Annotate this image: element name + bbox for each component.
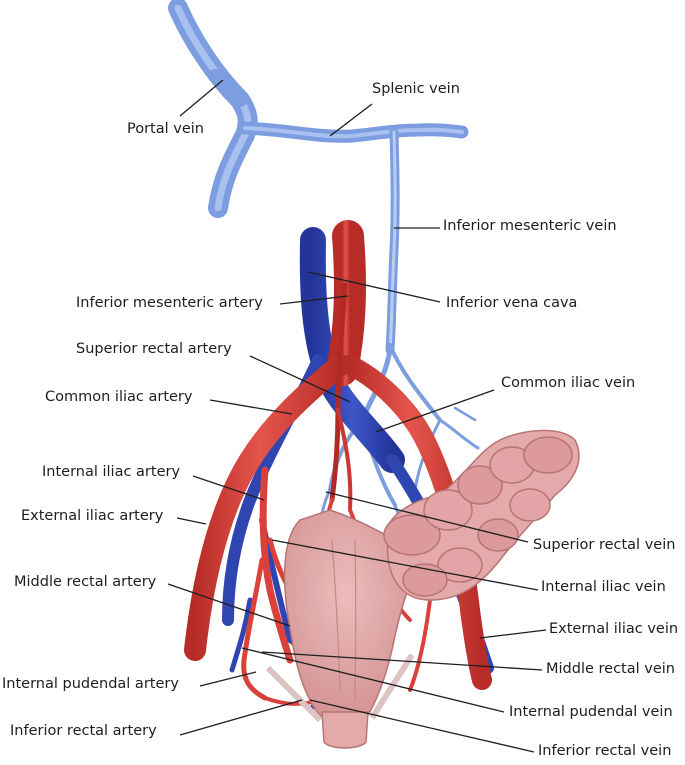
sigmoid-colon bbox=[383, 429, 580, 601]
leader-superior-rectal-artery bbox=[249, 355, 351, 403]
common-iliac-artery-right-shape bbox=[184, 354, 351, 661]
label-inferior-rectal-vein: Inferior rectal vein bbox=[538, 743, 672, 759]
internal-pudendal-artery-shape bbox=[241, 557, 268, 701]
label-inferior-vena-cava: Inferior vena cava bbox=[446, 295, 578, 311]
label-common-iliac-vein: Common iliac vein bbox=[501, 375, 636, 391]
leader-inferior-rectal-vein bbox=[309, 699, 535, 753]
label-splenic-vein: Splenic vein bbox=[372, 81, 460, 97]
label-internal-pudendal-vein: Internal pudendal vein bbox=[509, 704, 673, 720]
label-middle-rectal-vein: Middle rectal vein bbox=[546, 661, 675, 677]
leader-external-iliac-vein bbox=[479, 629, 547, 639]
leader-internal-pudendal-artery bbox=[199, 671, 257, 687]
leader-inferior-vena-cava bbox=[307, 271, 441, 303]
internal-iliac-artery-shape bbox=[259, 466, 294, 664]
leader-external-iliac-artery bbox=[176, 517, 207, 525]
levator-ani-left bbox=[265, 665, 323, 723]
label-internal-pudendal-artery: Internal pudendal artery bbox=[2, 676, 179, 692]
leader-inferior-rectal-artery bbox=[179, 699, 303, 736]
label-inferior-mesenteric-artery: Inferior mesenteric artery bbox=[76, 295, 263, 311]
levator-ani-right bbox=[369, 653, 415, 720]
rectum bbox=[265, 509, 421, 749]
leader-middle-rectal-vein bbox=[261, 651, 543, 671]
leader-common-iliac-artery bbox=[209, 399, 293, 415]
leader-inferior-mesenteric-artery bbox=[279, 295, 349, 305]
leader-common-iliac-vein bbox=[375, 389, 495, 433]
label-internal-iliac-vein: Internal iliac vein bbox=[541, 579, 666, 595]
label-portal-vein: Portal vein bbox=[127, 121, 204, 137]
middle-rectal-vein-shape bbox=[229, 597, 253, 673]
label-internal-iliac-artery: Internal iliac artery bbox=[42, 464, 181, 480]
portal-branch-shape bbox=[208, 69, 247, 107]
label-external-iliac-vein: External iliac vein bbox=[549, 621, 679, 637]
leader-internal-iliac-artery bbox=[192, 475, 265, 501]
anal-canal bbox=[321, 711, 369, 749]
label-inferior-rectal-artery: Inferior rectal artery bbox=[10, 723, 157, 739]
label-middle-rectal-artery: Middle rectal artery bbox=[14, 574, 157, 590]
leader-splenic-vein bbox=[329, 103, 373, 137]
leader-superior-rectal-vein bbox=[325, 491, 529, 543]
label-inferior-mesenteric-vein: Inferior mesenteric vein bbox=[443, 218, 617, 234]
label-superior-rectal-artery: Superior rectal artery bbox=[76, 341, 232, 357]
portal-vein-shape bbox=[168, 0, 258, 218]
leader-portal-vein bbox=[179, 79, 224, 117]
leader-lines bbox=[167, 79, 547, 753]
label-external-iliac-artery: External iliac artery bbox=[21, 508, 164, 524]
leader-middle-rectal-artery bbox=[167, 583, 291, 627]
leader-internal-iliac-vein bbox=[271, 539, 539, 591]
leader-internal-pudendal-vein bbox=[241, 647, 505, 713]
label-common-iliac-artery: Common iliac artery bbox=[45, 389, 193, 405]
label-superior-rectal-vein: Superior rectal vein bbox=[533, 537, 676, 553]
